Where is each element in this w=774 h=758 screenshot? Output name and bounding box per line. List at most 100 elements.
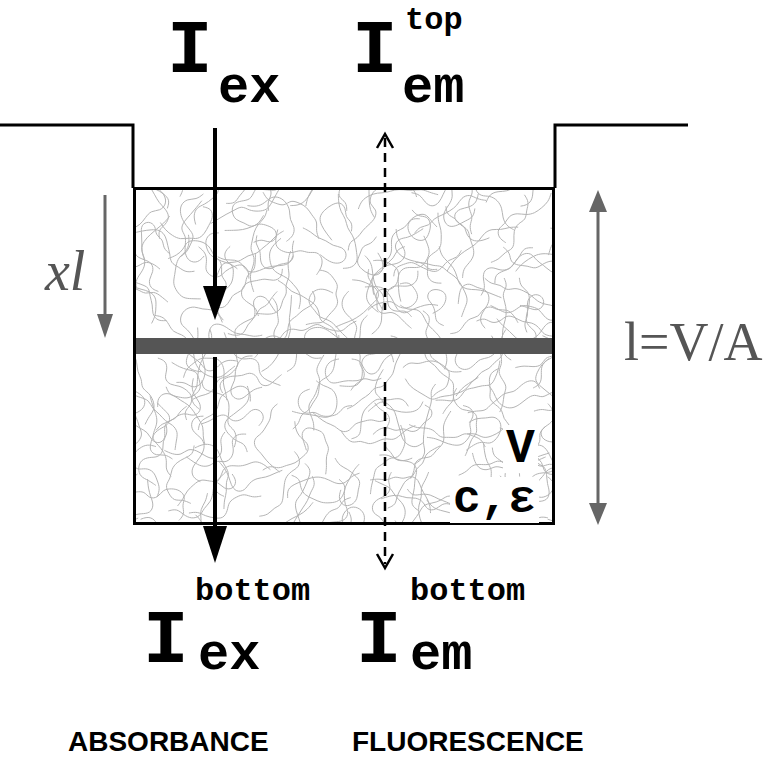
texture-stroke bbox=[450, 307, 518, 334]
texture-stroke bbox=[134, 386, 177, 449]
texture-stroke bbox=[312, 412, 387, 431]
texture-stroke bbox=[167, 445, 195, 503]
texture-stroke bbox=[503, 247, 554, 268]
texture-stroke bbox=[150, 396, 171, 476]
emission-arrow bbox=[384, 138, 387, 310]
texture-stroke bbox=[160, 207, 212, 239]
superscript: bottom bbox=[410, 576, 525, 608]
texture-stroke bbox=[226, 188, 271, 211]
subscript: ex bbox=[198, 630, 260, 682]
texture-stroke bbox=[370, 425, 405, 494]
texture-stroke bbox=[270, 238, 301, 309]
texture-stroke bbox=[290, 188, 318, 206]
texture-stroke bbox=[199, 247, 249, 279]
arrow-head bbox=[203, 286, 227, 320]
texture-stroke bbox=[347, 349, 402, 409]
texture-stroke bbox=[411, 411, 451, 479]
texture-stroke bbox=[198, 386, 250, 430]
texture-stroke bbox=[395, 229, 437, 270]
texture-stroke bbox=[134, 188, 169, 208]
texture-stroke bbox=[303, 228, 346, 263]
texture-stroke bbox=[368, 269, 411, 328]
texture-stroke bbox=[491, 305, 554, 320]
texture-stroke bbox=[220, 373, 282, 393]
texture-stroke bbox=[488, 385, 554, 408]
texture-stroke bbox=[319, 464, 360, 524]
subscript: ex bbox=[218, 63, 280, 115]
texture-stroke bbox=[414, 384, 436, 464]
arrow-head bbox=[377, 134, 393, 148]
texture-stroke bbox=[372, 229, 405, 295]
texture-stroke bbox=[348, 188, 385, 250]
texture-stroke bbox=[398, 236, 429, 302]
texture-stroke bbox=[134, 445, 159, 497]
texture-stroke bbox=[135, 348, 154, 425]
texture-stroke bbox=[136, 216, 170, 290]
texture-stroke bbox=[375, 403, 413, 461]
arrow-head bbox=[203, 526, 227, 563]
texture-stroke bbox=[339, 188, 384, 211]
texture-stroke bbox=[176, 328, 205, 387]
texture-stroke bbox=[351, 399, 408, 439]
arrow-head bbox=[589, 190, 607, 212]
depth-arrow bbox=[104, 195, 107, 318]
texture-stroke bbox=[498, 193, 551, 243]
texture-stroke bbox=[476, 188, 514, 230]
concentration-symbol: c,ε bbox=[450, 477, 539, 523]
texture-stroke bbox=[495, 253, 554, 283]
texture-stroke bbox=[275, 502, 313, 524]
texture-stroke bbox=[259, 452, 299, 517]
texture-stroke bbox=[136, 489, 185, 521]
texture-stroke bbox=[309, 353, 336, 430]
texture-stroke bbox=[320, 203, 352, 240]
texture-stroke bbox=[436, 361, 500, 401]
texture-stroke bbox=[481, 248, 533, 296]
texture-stroke bbox=[368, 402, 423, 447]
texture-stroke bbox=[325, 359, 381, 383]
texture-stroke bbox=[211, 188, 281, 224]
texture-stroke bbox=[486, 188, 515, 202]
texture-stroke bbox=[446, 206, 474, 278]
subscript: em bbox=[402, 63, 464, 115]
texture-stroke bbox=[150, 403, 172, 459]
intensity-symbol: I bbox=[356, 604, 402, 680]
texture-stroke bbox=[534, 359, 554, 411]
arrow-head bbox=[589, 503, 607, 525]
texture-stroke bbox=[375, 369, 423, 412]
depth-label: xl bbox=[45, 243, 85, 299]
texture-stroke bbox=[276, 230, 322, 275]
texture-stroke bbox=[370, 477, 430, 513]
texture-stroke bbox=[134, 279, 166, 320]
texture-stroke bbox=[202, 409, 264, 425]
mode-caption: ABSORBANCE bbox=[68, 728, 269, 756]
texture-stroke bbox=[158, 358, 192, 420]
mode-caption: FLUORESCENCE bbox=[352, 728, 584, 756]
texture-stroke bbox=[458, 284, 489, 328]
superscript: bottom bbox=[195, 576, 310, 608]
texture-stroke bbox=[168, 472, 226, 518]
texture-stroke bbox=[381, 495, 456, 510]
height-label: l=V/A bbox=[624, 315, 762, 369]
texture-stroke bbox=[225, 224, 277, 242]
texture-stroke bbox=[447, 227, 518, 271]
intensity-symbol: I bbox=[352, 14, 398, 90]
plate-rim bbox=[0, 125, 133, 188]
volume-symbol: V bbox=[503, 425, 538, 473]
arrow-head bbox=[377, 554, 393, 568]
texture-stroke bbox=[416, 263, 467, 317]
texture-stroke bbox=[256, 251, 291, 314]
texture-stroke bbox=[358, 237, 383, 275]
texture-stroke bbox=[134, 479, 153, 524]
texture-stroke bbox=[336, 280, 379, 327]
texture-stroke bbox=[292, 475, 345, 503]
texture-stroke bbox=[405, 377, 478, 399]
texture-stroke bbox=[520, 295, 544, 333]
texture-stroke bbox=[387, 271, 418, 317]
texture-stroke bbox=[215, 462, 271, 496]
slice-band bbox=[134, 338, 554, 354]
texture-stroke bbox=[444, 188, 475, 226]
texture-stroke bbox=[134, 257, 160, 285]
subscript: em bbox=[410, 630, 472, 682]
intensity-symbol: I bbox=[167, 14, 213, 90]
